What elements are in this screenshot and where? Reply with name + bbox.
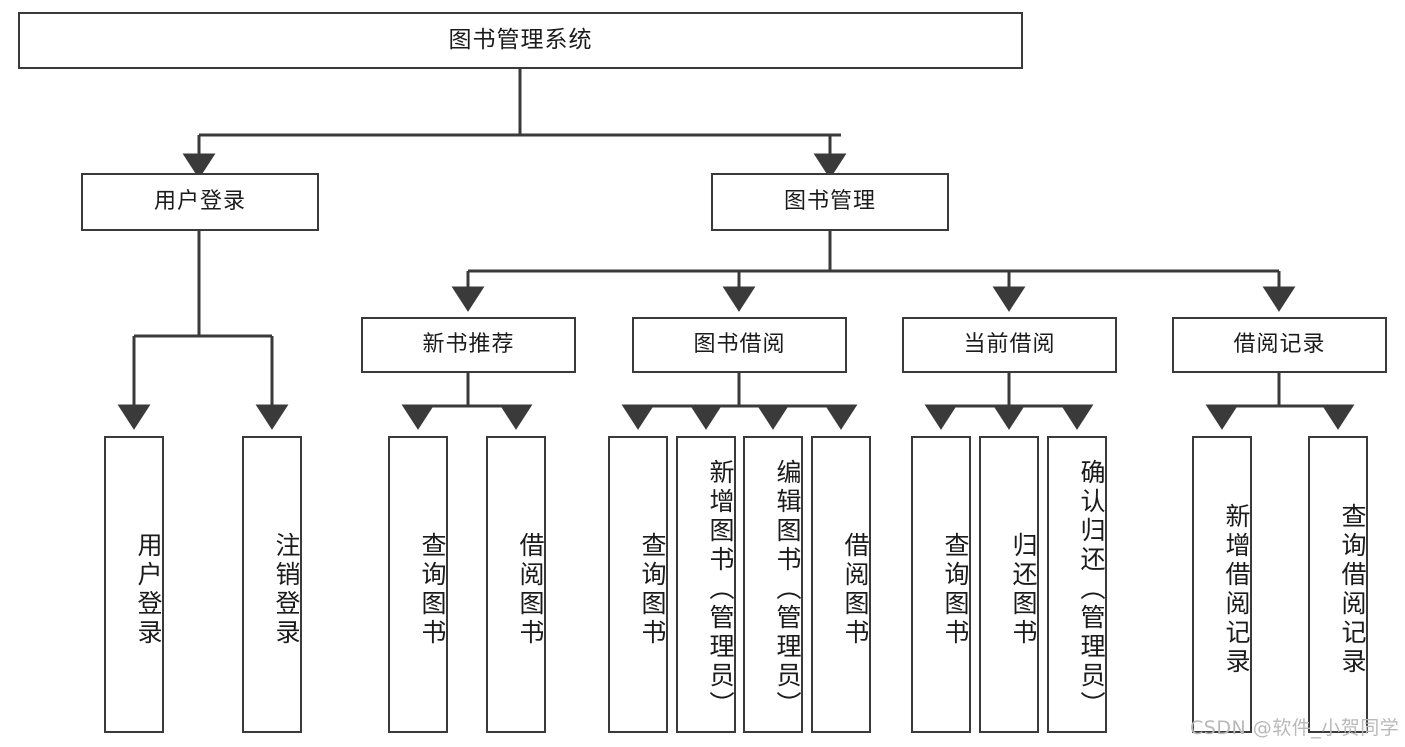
leaf-borrow-record-query[interactable]: 查询借阅记录 — [1308, 436, 1368, 733]
node-current-borrow-label: 当前借阅 — [963, 331, 1056, 357]
leaf-new-book-query[interactable]: 查询图书 — [388, 436, 448, 733]
leaf-user-login-signout[interactable]: 注销登录 — [242, 436, 302, 733]
watermark-text: CSDN @软件_小贺同学 — [1190, 717, 1400, 739]
leaf-label: 借阅图书 — [516, 531, 545, 648]
node-book-management-label: 图书管理 — [783, 188, 876, 214]
node-root-label: 图书管理系统 — [448, 26, 593, 53]
leaf-book-borrow-add-admin[interactable]: 新增图书（管理员） — [676, 436, 736, 733]
leaf-label: 新增图书（管理员） — [706, 459, 735, 720]
node-new-book-recommend-label: 新书推荐 — [422, 331, 515, 357]
leaf-label: 确认归还（管理员） — [1077, 459, 1106, 720]
node-book-management[interactable]: 图书管理 — [711, 173, 949, 231]
leaf-current-borrow-confirm-admin[interactable]: 确认归还（管理员） — [1047, 436, 1107, 733]
leaf-label: 查询借阅记录 — [1338, 502, 1367, 677]
leaf-label: 用户登录 — [134, 531, 163, 648]
leaf-label: 归还图书 — [1009, 531, 1038, 648]
leaf-book-borrow-borrow[interactable]: 借阅图书 — [811, 436, 871, 733]
node-root-book-management-system[interactable]: 图书管理系统 — [18, 12, 1023, 69]
node-user-login-label: 用户登录 — [153, 188, 246, 214]
leaf-label: 注销登录 — [272, 531, 301, 648]
leaf-label: 查询图书 — [941, 531, 970, 648]
leaf-label: 查询图书 — [638, 531, 667, 648]
leaf-label: 查询图书 — [418, 531, 447, 648]
node-book-borrow[interactable]: 图书借阅 — [632, 317, 847, 373]
leaf-label: 借阅图书 — [841, 531, 870, 648]
node-book-borrow-label: 图书借阅 — [693, 331, 786, 357]
node-borrow-record[interactable]: 借阅记录 — [1172, 317, 1387, 373]
node-new-book-recommend[interactable]: 新书推荐 — [361, 317, 576, 373]
node-user-login[interactable]: 用户登录 — [81, 173, 319, 231]
node-borrow-record-label: 借阅记录 — [1233, 331, 1326, 357]
leaf-book-borrow-query[interactable]: 查询图书 — [608, 436, 668, 733]
node-current-borrow[interactable]: 当前借阅 — [902, 317, 1117, 373]
leaf-label: 编辑图书（管理员） — [773, 459, 802, 720]
csdn-watermark: CSDN @软件_小贺同学 — [1190, 713, 1399, 740]
leaf-current-borrow-return[interactable]: 归还图书 — [979, 436, 1039, 733]
leaf-new-book-borrow[interactable]: 借阅图书 — [486, 436, 546, 733]
leaf-user-login-signin[interactable]: 用户登录 — [104, 436, 164, 733]
leaf-label: 新增借阅记录 — [1222, 502, 1251, 677]
leaf-borrow-record-add[interactable]: 新增借阅记录 — [1192, 436, 1252, 733]
leaf-current-borrow-query[interactable]: 查询图书 — [911, 436, 971, 733]
leaf-book-borrow-edit-admin[interactable]: 编辑图书（管理员） — [743, 436, 803, 733]
